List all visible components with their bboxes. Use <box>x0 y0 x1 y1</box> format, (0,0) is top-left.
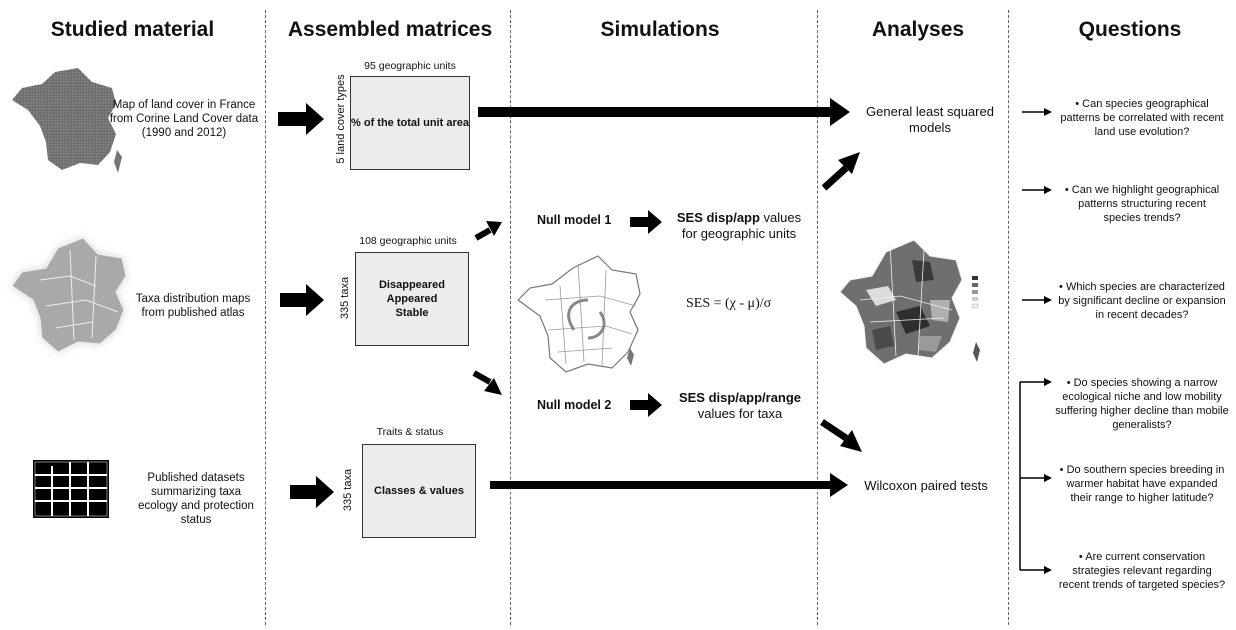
column-divider-4 <box>1008 10 1009 625</box>
question-6-text: Are current conservation strategies rele… <box>1058 551 1226 591</box>
arrow-matrix3-to-wilcoxon-icon <box>490 473 848 497</box>
choropleth-map-image <box>839 239 980 365</box>
land-cover-map-image <box>12 68 122 173</box>
matrix1-top-label: 95 geographic units <box>364 60 456 72</box>
ses-formula: SES = (χ - μ)/σ <box>686 296 772 311</box>
question-bullet: • <box>1075 98 1080 110</box>
bracket-arrows-questions-4-6-icon <box>1019 378 1052 574</box>
question-bullet: • <box>1059 281 1063 293</box>
ses2-bold-text: SES disp/app/range <box>678 390 802 405</box>
gls-analysis-text: General least squared models <box>866 104 994 135</box>
arrow-to-question-1-icon <box>1022 108 1052 116</box>
taxa-distribution-map-image <box>11 237 127 353</box>
question-bullet: • <box>1064 184 1069 196</box>
simulation-map-image <box>517 255 641 373</box>
wilcoxon-analysis-text: Wilcoxon paired tests <box>864 478 988 493</box>
matrix2-box: Disappeared Appeared Stable <box>355 252 469 346</box>
column-header-simulations: Simulations <box>600 18 720 41</box>
null-model-2-label: Null model 2 <box>537 398 612 412</box>
column-header-questions: Questions <box>1078 18 1182 41</box>
arrow-ses1-to-gls-icon <box>821 152 860 191</box>
arrow-null2-to-ses2-icon <box>630 393 662 417</box>
arrow-datasets-to-matrix-icon <box>290 476 334 508</box>
taxa-maps-source-text: Taxa distribution maps from published at… <box>135 293 251 319</box>
question-5: • Do southern species breeding in warmer… <box>1058 463 1226 505</box>
arrow-matrix1-to-gls-icon <box>478 98 850 126</box>
matrix2-box-line-disappeared: Disappeared <box>378 279 446 291</box>
land-cover-source-text: Map of land cover in France from Corine … <box>109 99 259 139</box>
question-1-text: Can species geographical patterns be cor… <box>1060 98 1224 138</box>
matrix2-top-label: 108 geographic units <box>359 235 457 247</box>
question-3: • Which species are characterized by sig… <box>1056 280 1228 322</box>
matrix3-top-label: Traits & status <box>376 426 444 438</box>
question-3-text: Which species are characterized by signi… <box>1058 281 1226 321</box>
question-4-text: Do species showing a narrow ecological n… <box>1055 377 1229 431</box>
matrix3-box: Classes & values <box>362 444 476 538</box>
arrow-matrix2-to-null2-icon <box>472 370 502 395</box>
question-4: • Do species showing a narrow ecological… <box>1054 376 1230 432</box>
question-2-text: Can we highlight geographical patterns s… <box>1071 184 1220 224</box>
column-divider-1 <box>265 10 266 625</box>
column-header-assembled-matrices: Assembled matrices <box>287 18 493 41</box>
question-5-text: Do southern species breeding in warmer h… <box>1066 464 1225 504</box>
column-divider-2 <box>510 10 511 625</box>
matrix1-side-label: 5 land cover types <box>335 74 347 164</box>
ses1-bold-text: SES disp/app <box>676 210 760 225</box>
ses1-line2-text: for geographic units <box>681 226 797 241</box>
question-6: • Are current conservation strategies re… <box>1058 550 1226 592</box>
column-divider-3 <box>817 10 818 625</box>
matrix2-side-label: 335 taxa <box>339 276 351 320</box>
null-model-1-label: Null model 1 <box>537 213 612 227</box>
arrow-to-question-2-icon <box>1022 186 1052 194</box>
matrix1-box: % of the total unit area <box>350 76 470 170</box>
datasets-source-text: Published datasets summarizing taxa ecol… <box>138 472 254 526</box>
question-bullet: • <box>1078 551 1083 563</box>
arrow-to-question-3-icon <box>1022 296 1052 304</box>
ses2-text: SES disp/app/range values for taxa <box>662 390 818 422</box>
ses1-text: SES disp/app values for geographic units <box>664 210 814 242</box>
question-bullet: • <box>1059 464 1064 476</box>
ses1-rest-text: values <box>759 210 802 225</box>
matrix3-box-text: Classes & values <box>374 485 464 497</box>
arrow-matrix2-to-null1-icon <box>474 221 502 241</box>
arrow-taxamaps-to-matrix-icon <box>280 284 324 316</box>
table-icon <box>33 460 109 518</box>
question-2: • Can we highlight geographical patterns… <box>1058 183 1226 225</box>
matrix1-box-text: % of the total unit area <box>351 117 469 129</box>
arrow-ses2-to-wilcoxon-icon <box>820 419 862 452</box>
arrow-landcover-to-matrix-icon <box>278 103 324 135</box>
question-1: • Can species geographical patterns be c… <box>1058 97 1226 139</box>
matrix3-side-label: 335 taxa <box>342 468 354 512</box>
column-header-studied-material: Studied material <box>50 18 215 41</box>
matrix2-box-line-appeared: Appeared <box>386 293 438 305</box>
arrow-null1-to-ses1-icon <box>630 210 662 234</box>
ses2-line2-text: values for taxa <box>697 406 783 421</box>
matrix2-box-line-stable: Stable <box>395 307 429 319</box>
question-bullet: • <box>1066 377 1071 389</box>
column-header-analyses: Analyses <box>871 18 965 41</box>
